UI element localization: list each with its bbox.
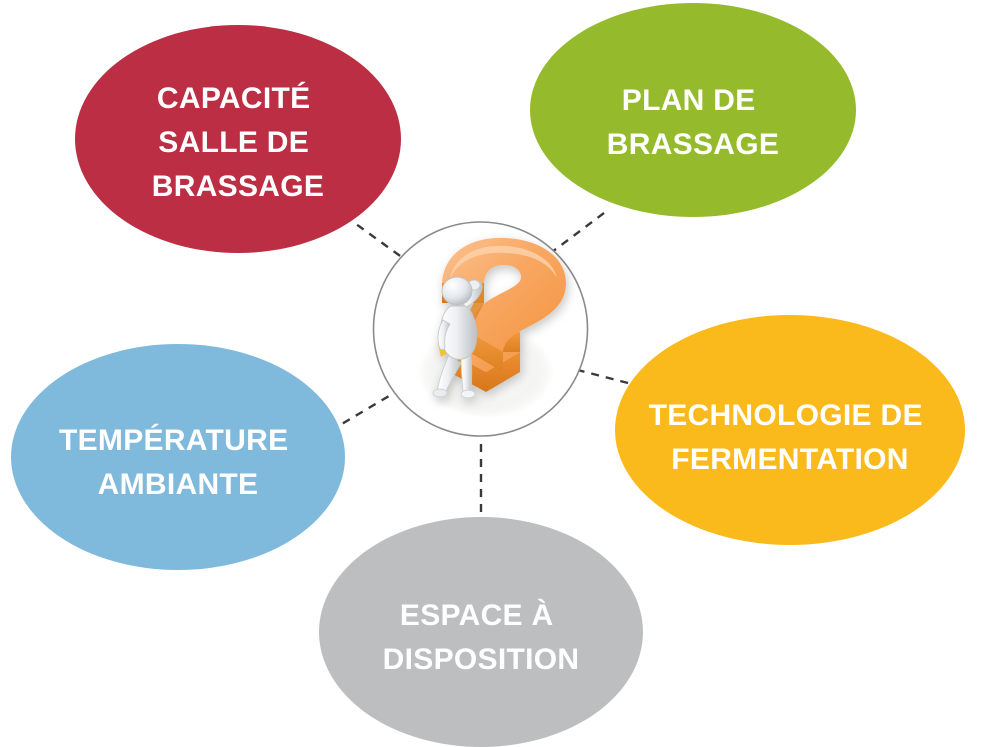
node-temperature-ambiante[interactable]: TEMPÉRATURE AMBIANTE: [11, 344, 345, 570]
connector-plan-de-brassage: [551, 212, 605, 253]
node-technologie-de-fermentation[interactable]: TECHNOLOGIE DE FERMENTATION: [615, 315, 965, 545]
node-ellipse-espace[interactable]: [319, 517, 643, 747]
node-label-capacite: CAPACITÉ SALLE DE BRASSAGE: [152, 81, 324, 203]
figure-lower-arm: [437, 319, 451, 351]
thinking-person-question-mark-icon: [418, 237, 566, 418]
node-espace-a-disposition[interactable]: ESPACE À DISPOSITION: [319, 517, 643, 747]
question-mark-hook-front-side: [469, 332, 503, 372]
node-ellipse-plan[interactable]: [530, 3, 856, 217]
node-ellipse-capacite[interactable]: [75, 25, 401, 253]
figure-rear-foot: [432, 388, 448, 398]
figure-front-foot: [460, 389, 476, 399]
node-ellipse-technologie[interactable]: [615, 315, 965, 545]
question-mark-highlight: [450, 245, 557, 279]
node-capacite-salle-de-brassage[interactable]: CAPACITÉ SALLE DE BRASSAGE: [75, 25, 401, 253]
figure-head: [441, 276, 473, 306]
node-label-temperature: TEMPÉRATURE AMBIANTE: [59, 423, 297, 501]
node-ellipse-temperature[interactable]: [11, 344, 345, 570]
connector-temperature-ambiante: [329, 391, 395, 433]
node-plan-de-brassage[interactable]: PLAN DE BRASSAGE: [530, 3, 856, 217]
node-label-espace: ESPACE À DISPOSITION: [383, 598, 580, 676]
node-label-plan: PLAN DE BRASSAGE: [607, 84, 779, 161]
node-label-technologie: TECHNOLOGIE DE FERMENTATION: [649, 399, 932, 476]
